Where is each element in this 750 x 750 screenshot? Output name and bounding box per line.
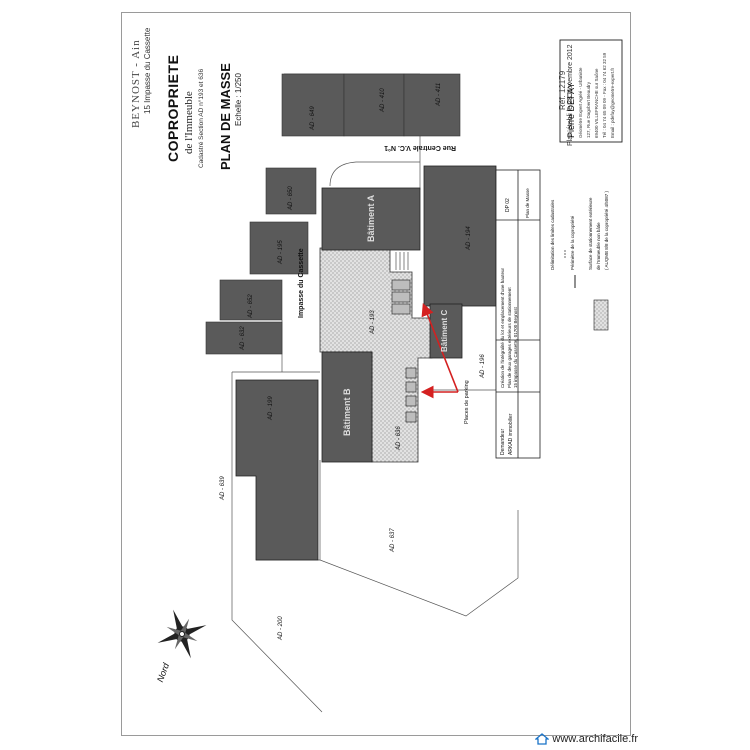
legend-dotted-swatch: [593, 299, 609, 331]
parcel-label-199: AD - 199: [268, 396, 274, 420]
building-ad-410: [343, 73, 405, 137]
info-line-2: Plan de deux garages extérieurs de stati…: [507, 287, 512, 388]
parcel-label-637: AD - 637: [390, 528, 396, 552]
legend-text-2: Périmètre de la copropriété: [570, 215, 575, 270]
building-b-label: Bâtiment B: [342, 388, 352, 436]
surveyor-address: 127, Rue Dagobert Beaudry: [586, 81, 591, 138]
cadastre-label: Cadastré Section AD n°193 et 636: [198, 68, 205, 168]
surveyor-title: Géomètre Expert Agréé - Urbaniste: [578, 67, 583, 138]
info-line-3: 15 impasse du Cassette, 01700 Beynost: [513, 307, 518, 388]
surveyor-stamp: [559, 39, 623, 143]
legend-text-3b: de l'Immeuble non bâtie: [596, 222, 601, 270]
parcel-label-650: AD - 650: [288, 186, 294, 210]
parcel-label-194: AD - 194: [466, 226, 472, 250]
parcel-label-411: AD - 411: [436, 82, 442, 106]
parcel-label-636: AD - 636: [396, 426, 402, 450]
parcel-label-632: AD - 632: [240, 326, 246, 350]
parcel-label-410: AD - 410: [380, 88, 386, 112]
building-c-label: Bâtiment C: [440, 309, 449, 352]
surveyor-email: Email : pdefay@geometre-expert.fr: [610, 67, 615, 138]
building-ad-194: [423, 165, 497, 307]
document-subtitle: de l'Immeuble: [183, 91, 195, 154]
building-a-label: Bâtiment A: [366, 194, 376, 242]
archifacile-watermark[interactable]: www.archifacile.fr: [535, 733, 638, 745]
parcel-label-200: AD - 200: [278, 616, 284, 640]
building-b: [321, 351, 373, 463]
parcel-label-195: AD - 195: [278, 240, 284, 264]
parking-spaces-top: [391, 279, 411, 315]
house-logo-icon: [535, 733, 550, 745]
building-ad-652: [219, 279, 283, 321]
surveyor-phone: Tél : 04 74 65 09 09 - Fax : 04 74 62 32…: [602, 52, 607, 138]
town-label: BEYNOST - Ain: [130, 39, 142, 128]
document-title: COPROPRIETE: [165, 54, 181, 162]
compass-rose-icon: [157, 609, 207, 659]
legend-text-3a: Surface de stationnement extérieure: [588, 197, 593, 270]
parcel-label-639: AD - 639: [220, 476, 226, 500]
stair-marks: [395, 252, 409, 270]
building-ad-195: [249, 221, 309, 275]
parking-spaces-side: [405, 367, 417, 423]
parcel-label-193: AD - 193: [370, 310, 376, 334]
plan-title: PLAN DE MASSE: [218, 63, 233, 170]
parking-pointer-arrows: [420, 303, 459, 399]
building-ad-199: [235, 379, 319, 561]
plan-type: Plan de Masse: [525, 188, 530, 218]
parking-annotation: Places de parking: [464, 380, 470, 424]
watermark-text: www.archifacile.fr: [552, 733, 638, 745]
surveyor-city: 69400 VILLEFRANCHE sur Saône: [594, 68, 599, 138]
road-label-rue-centrale: Rue Centrale V.C. N°1: [384, 144, 456, 151]
parcel-label-196: AD - 196: [480, 354, 486, 378]
parcel-label-652: AD - 652: [248, 294, 254, 318]
building-a: [321, 187, 421, 251]
plan-number: DP 02: [505, 198, 511, 212]
parcel-label-649: AD - 649: [310, 106, 316, 130]
building-ad-632: [205, 321, 283, 355]
scale-label: Echelle : 1/250: [234, 73, 243, 126]
address-label: 15 Impasse du Cassette: [143, 27, 152, 114]
road-label-impasse: Impasse du Cassette: [298, 248, 305, 318]
building-c: [429, 303, 463, 359]
legend-text-3c: ( AUQMB 8/8 de la copropriété 4/5087 ): [604, 190, 609, 270]
legend-text-1: Délimitation des limites cadastrales: [550, 199, 555, 270]
info-box: [495, 169, 541, 459]
requester-label: Demandeur: [500, 428, 506, 455]
surveyor-name: Pierre DEFAY: [566, 82, 576, 138]
info-line-1: Création de l'intégralité du lot et empl…: [500, 267, 505, 388]
building-ad-649: [281, 73, 345, 137]
building-ad-411: [403, 73, 461, 137]
building-ad-650: [265, 167, 317, 215]
requester-value: ARKAD immobilier: [508, 413, 514, 455]
